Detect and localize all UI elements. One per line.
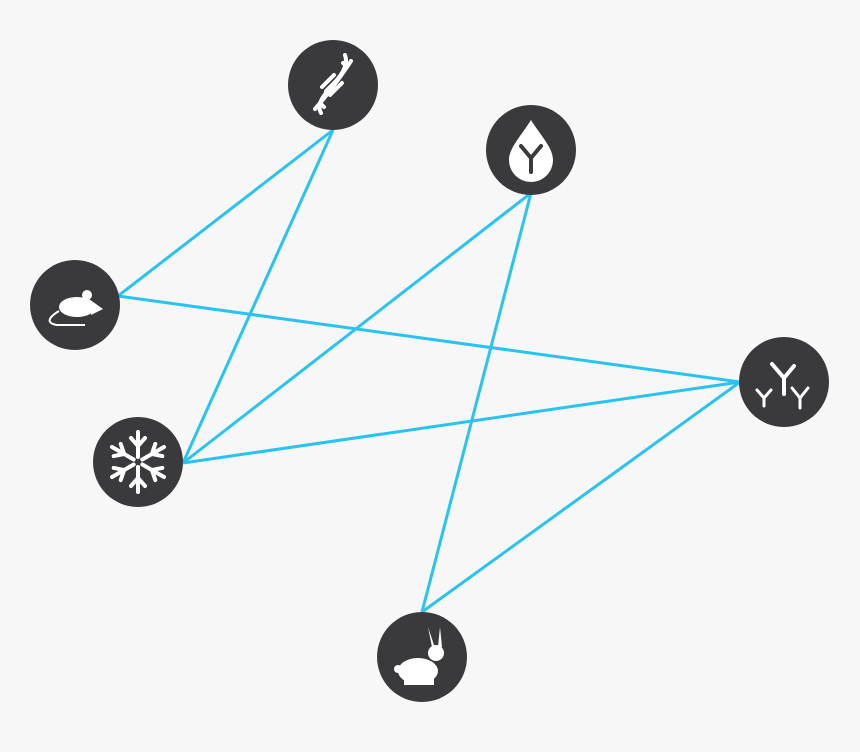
edges	[117, 128, 741, 614]
node-antibodies	[739, 337, 829, 427]
edge-snowflake-antibodies	[182, 380, 741, 465]
edge-dna-snowflake	[181, 129, 335, 464]
edge-mouse-antibodies	[117, 294, 741, 384]
nodes	[30, 40, 829, 702]
node-snowflake	[93, 417, 183, 507]
rabbit-icon	[394, 627, 444, 685]
antibody-drop-icon	[509, 120, 553, 182]
node-antibody-drop	[486, 105, 576, 195]
dna-icon	[313, 53, 353, 115]
node-mouse	[30, 260, 120, 350]
mouse-icon	[48, 290, 103, 326]
edge-antibody-drop-rabbit	[420, 192, 533, 613]
node-dna	[288, 40, 378, 130]
edge-rabbit-antibodies	[421, 380, 741, 614]
node-rabbit	[377, 612, 467, 702]
snowflake-icon	[106, 430, 170, 494]
edge-dna-mouse	[117, 128, 334, 298]
antibodies-icon	[755, 362, 810, 410]
